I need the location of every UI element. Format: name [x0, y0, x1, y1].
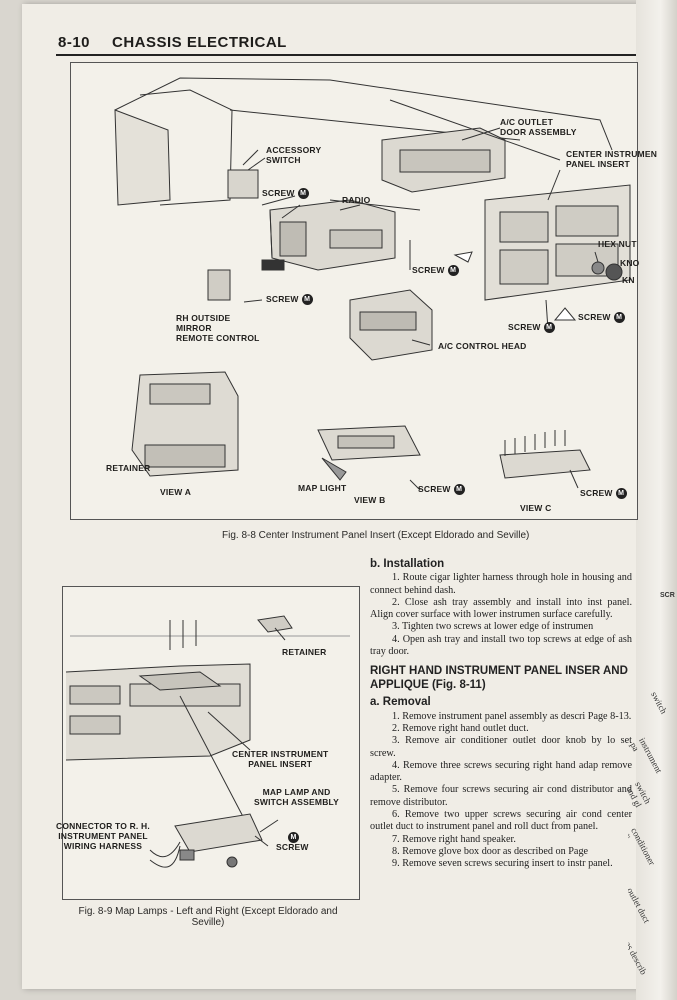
fragment-scr: SCR: [660, 592, 675, 599]
label-retainer: RETAINER: [106, 463, 151, 473]
label-view-b: VIEW B: [354, 495, 386, 505]
label-ac-control-head: A/C CONTROL HEAD: [438, 341, 527, 351]
install-step-4: 4. Open ash tray and install two top scr…: [370, 633, 632, 658]
fragment-0: switch: [649, 690, 670, 716]
m-badge: M: [447, 265, 459, 276]
m-badge: M: [453, 484, 465, 495]
label-knob: KNO: [620, 258, 640, 268]
label-89-center-insert: CENTER INSTRUMENT PANEL INSERT: [232, 749, 329, 769]
install-step-3: 3. Tighten two screws at lower edge of i…: [392, 621, 594, 633]
installation-heading: b. Installation: [370, 558, 445, 570]
removal-step-8: 8. Remove glove box door as described on…: [392, 845, 589, 857]
label-89-map-lamp: MAP LAMP AND SWITCH ASSEMBLY: [254, 787, 340, 807]
m-badge: M: [543, 322, 555, 333]
removal-step-6: 6. Remove two upper screws securing air …: [370, 809, 632, 833]
removal-step-5: 5. Remove four screws securing air cond …: [370, 784, 632, 808]
removal-step-4: 4. Remove three screws securing right ha…: [370, 759, 632, 784]
text-column: b. Installation 1. Route cigar lighter h…: [370, 558, 632, 871]
label-89-connector: CONNECTOR TO R. H. INSTRUMENT PANEL WIRI…: [56, 821, 150, 851]
m-badge: M: [288, 832, 299, 843]
removal-step-3: 3. Remove air conditioner outlet door kn…: [370, 735, 632, 759]
fragment-9: as describ: [628, 940, 649, 977]
label-kn: KN: [622, 275, 635, 285]
section-title: CHASSIS ELECTRICAL: [112, 34, 287, 51]
label-89-retainer: RETAINER: [282, 647, 327, 657]
page-header: 8-10 CHASSIS ELECTRICAL: [56, 28, 636, 56]
install-step-1: 1. Route cigar lighter harness through h…: [370, 572, 632, 596]
label-view-a: VIEW A: [160, 487, 192, 497]
m-badge: M: [301, 294, 313, 305]
label-radio: RADIO: [342, 195, 371, 205]
label-hex-nut: HEX NUT: [598, 239, 637, 249]
fragment-6: outlet duct: [628, 886, 652, 925]
removal-step-1: 1. Remove instrument panel assembly as d…: [392, 710, 632, 722]
m-badge: M: [297, 188, 309, 199]
label-rh-mirror: RH OUTSIDE MIRROR REMOTE CONTROL: [176, 313, 260, 343]
removal-step-9: 9. Remove seven screws securing insert t…: [392, 858, 613, 870]
figure-8-8-caption: Fig. 8-8 Center Instrument Panel Insert …: [222, 530, 530, 541]
fragment-2: switch and gl: [628, 780, 654, 810]
page-number: 8-10: [58, 34, 91, 51]
adjacent-page-edge: [636, 0, 677, 1000]
m-badge: M: [615, 488, 627, 499]
label-map-light: MAP LIGHT: [298, 483, 347, 493]
adjacent-page-text: switch instrument pa switch and gl condi…: [628, 690, 674, 990]
removal-step-7: 7. Remove right hand speaker.: [392, 833, 516, 845]
fragment-4: conditioner di: [628, 826, 658, 867]
label-ac-outlet-door: A/C OUTLET DOOR ASSEMBLY: [500, 117, 577, 137]
fragment-1: instrument pa: [628, 736, 665, 775]
rh-section-heading: RIGHT HAND INSTRUMENT PANEL INSER AND AP…: [370, 665, 628, 692]
removal-step-2: 2. Remove right hand outlet duct.: [392, 722, 529, 734]
label-accessory-switch: ACCESSORY SWITCH: [266, 145, 322, 165]
install-step-2: 2. Close ash tray assembly and install i…: [370, 596, 632, 621]
figure-8-9-caption: Fig. 8-9 Map Lamps - Left and Right (Exc…: [78, 906, 338, 928]
label-center-insert: CENTER INSTRUMEN PANEL INSERT: [566, 149, 658, 169]
label-view-c: VIEW C: [520, 503, 552, 513]
removal-heading: a. Removal: [370, 696, 431, 709]
m-badge: M: [613, 312, 625, 323]
